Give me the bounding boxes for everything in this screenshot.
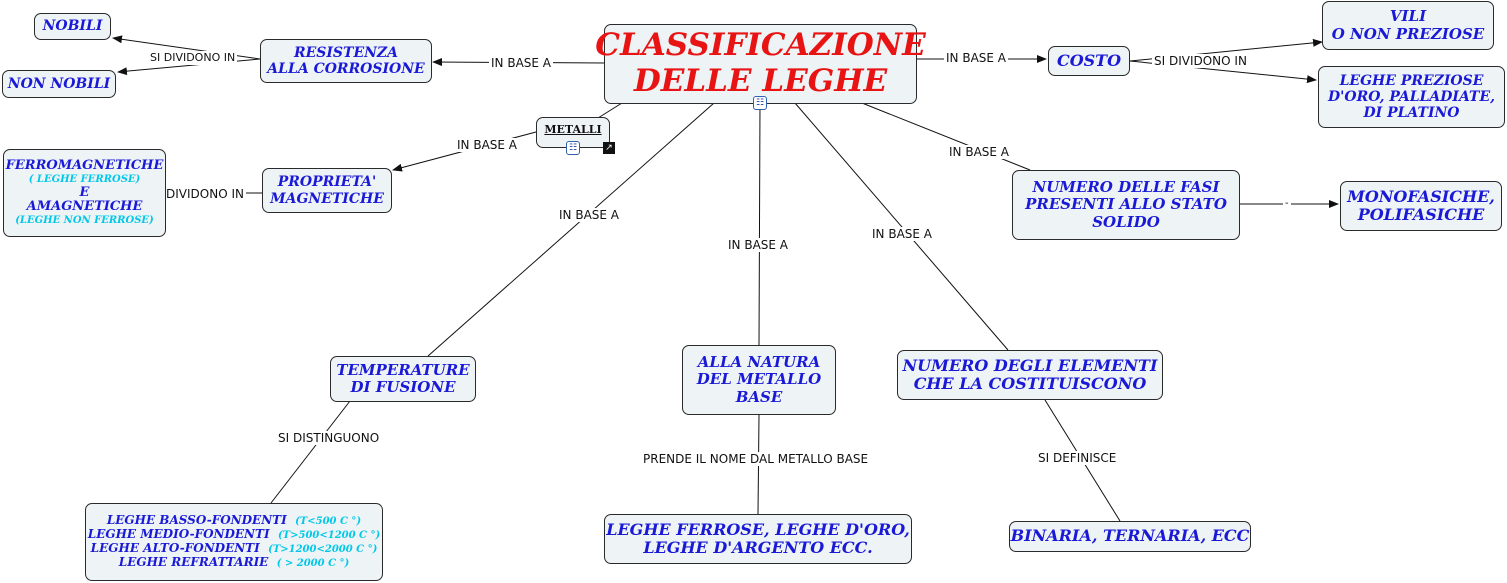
node-text: BASE: [735, 387, 783, 406]
node-proprieta-magnetiche[interactable]: PROPRIETA' MAGNETICHE: [262, 168, 392, 213]
node-text: POLIFASICHE: [1357, 205, 1485, 224]
node-text: DI FUSIONE: [350, 378, 456, 396]
node-text: COSTO: [1056, 50, 1122, 70]
node-text: PRESENTI ALLO STATO: [1025, 195, 1227, 214]
node-text: AMAGNETICHE: [26, 199, 143, 215]
link-arrow-icon[interactable]: ↗: [603, 142, 615, 154]
main-concept-node[interactable]: CLASSIFICAZIONE DELLE LEGHE: [595, 24, 926, 104]
link-label-prende-il-nome: PRENDE IL NOME DAL METALLO BASE: [641, 452, 871, 466]
node-text: D'ORO, PALLADIATE,: [1327, 88, 1496, 105]
link-label-in-base-a: IN BASE A: [489, 56, 553, 70]
link-label-in-base-a: IN BASE A: [726, 238, 790, 252]
link-label-si-dividono-in: SI DIVIDONO IN: [1152, 54, 1249, 68]
list-item: LEGHE BASSO-FONDENTI (T<500 C °): [106, 513, 362, 528]
node-text: RESISTENZA: [293, 44, 399, 61]
node-text: NUMERO DELLE FASI: [1032, 178, 1220, 197]
submap-icon[interactable]: ☷: [566, 141, 580, 155]
node-natura-metallo[interactable]: ALLA NATURA DEL METALLO BASE: [682, 345, 836, 415]
link-label-si-definisce: SI DEFINISCE: [1036, 451, 1119, 465]
node-text: SOLIDO: [1092, 212, 1160, 231]
link-label-si-distinguono: SI DISTINGUONO: [276, 431, 382, 445]
node-text: NOBILI: [42, 18, 103, 35]
list-item: LEGHE ALTO-FONDENTI (T>1200<2000 C °): [90, 541, 378, 555]
list-item: LEGHE MEDIO-FONDENTI (T>500<1200 C °): [87, 527, 381, 542]
node-numero-fasi[interactable]: NUMERO DELLE FASI PRESENTI ALLO STATO SO…: [1012, 170, 1240, 240]
node-text: DEL METALLO: [696, 370, 822, 389]
node-leghe-preziose[interactable]: LEGHE PREZIOSE D'ORO, PALLADIATE, DI PLA…: [1318, 66, 1505, 128]
node-numero-elementi[interactable]: NUMERO DEGLI ELEMENTI CHE LA COSTITUISCO…: [897, 350, 1163, 400]
node-temperature-fusione[interactable]: TEMPERATURE DI FUSIONE: [330, 356, 476, 402]
node-text: NUMERO DEGLI ELEMENTI: [902, 355, 1158, 375]
node-text: CHE LA COSTITUISCONO: [913, 374, 1147, 393]
node-text: ALLA CORROSIONE: [267, 61, 425, 77]
node-subtext: ( LEGHE FERROSE): [28, 174, 141, 186]
node-text: LEGHE PREZIOSE: [1339, 72, 1484, 89]
node-text: PROPRIETA': [277, 174, 377, 191]
node-costo[interactable]: COSTO: [1048, 46, 1130, 76]
node-binaria[interactable]: BINARIA, TERNARIA, ECC: [1009, 521, 1251, 552]
node-text: MAGNETICHE: [270, 190, 384, 207]
node-leghe-fondenti[interactable]: LEGHE BASSO-FONDENTI (T<500 C °) LEGHE M…: [85, 503, 383, 581]
node-text: BINARIA, TERNARIA, ECC: [1010, 526, 1250, 546]
link-label-in-base-a: IN BASE A: [870, 227, 934, 241]
link-label-si-dividono-in: SI DIVIDONO IN: [148, 51, 238, 65]
link-label-in-base-a: IN BASE A: [947, 145, 1011, 159]
node-text: LEGHE FERROSE, LEGHE D'ORO,: [606, 519, 910, 539]
link-label-in-base-a: IN BASE A: [455, 138, 519, 152]
submap-icon[interactable]: ☷: [753, 96, 767, 110]
main-concept-line1: CLASSIFICAZIONE: [595, 27, 926, 64]
node-monofasiche[interactable]: MONOFASICHE, POLIFASICHE: [1340, 181, 1502, 231]
link-label-dash: -: [1283, 197, 1291, 211]
node-text: NON NOBILI: [7, 75, 111, 92]
node-non-nobili[interactable]: NON NOBILI: [2, 70, 116, 98]
node-nobili[interactable]: NOBILI: [34, 13, 111, 40]
node-text: ALLA NATURA: [697, 353, 821, 372]
node-text: TEMPERATURE: [336, 360, 470, 379]
list-item: LEGHE REFRATTARIE ( > 2000 C °): [118, 554, 350, 569]
node-text: VILI: [1389, 7, 1427, 26]
main-concept-line2: DELLE LEGHE: [633, 63, 888, 99]
link-label-in-base-a: IN BASE A: [944, 51, 1008, 65]
metalli-label: METALLI: [544, 123, 602, 136]
node-text: FERROMAGNETICHE: [5, 158, 164, 174]
node-text: O NON PREZIOSE: [1331, 24, 1485, 43]
node-text: E: [79, 184, 90, 200]
node-text: DI PLATINO: [1363, 105, 1460, 122]
node-vili[interactable]: VILI O NON PREZIOSE: [1322, 1, 1494, 50]
node-ferromagnetiche[interactable]: FERROMAGNETICHE ( LEGHE FERROSE) E AMAGN…: [3, 149, 166, 237]
node-text: MONOFASICHE,: [1347, 186, 1495, 206]
node-resistenza-corrosione[interactable]: RESISTENZA ALLA CORROSIONE: [260, 39, 432, 83]
link-label-dividono-in: DIVIDONO IN: [164, 187, 246, 201]
node-text: LEGHE D'ARGENTO ECC.: [643, 538, 873, 557]
node-leghe-ferrose[interactable]: LEGHE FERROSE, LEGHE D'ORO, LEGHE D'ARGE…: [604, 514, 912, 564]
link-label-in-base-a: IN BASE A: [557, 208, 621, 222]
node-subtext: (LEGHE NON FERROSE): [15, 215, 154, 227]
